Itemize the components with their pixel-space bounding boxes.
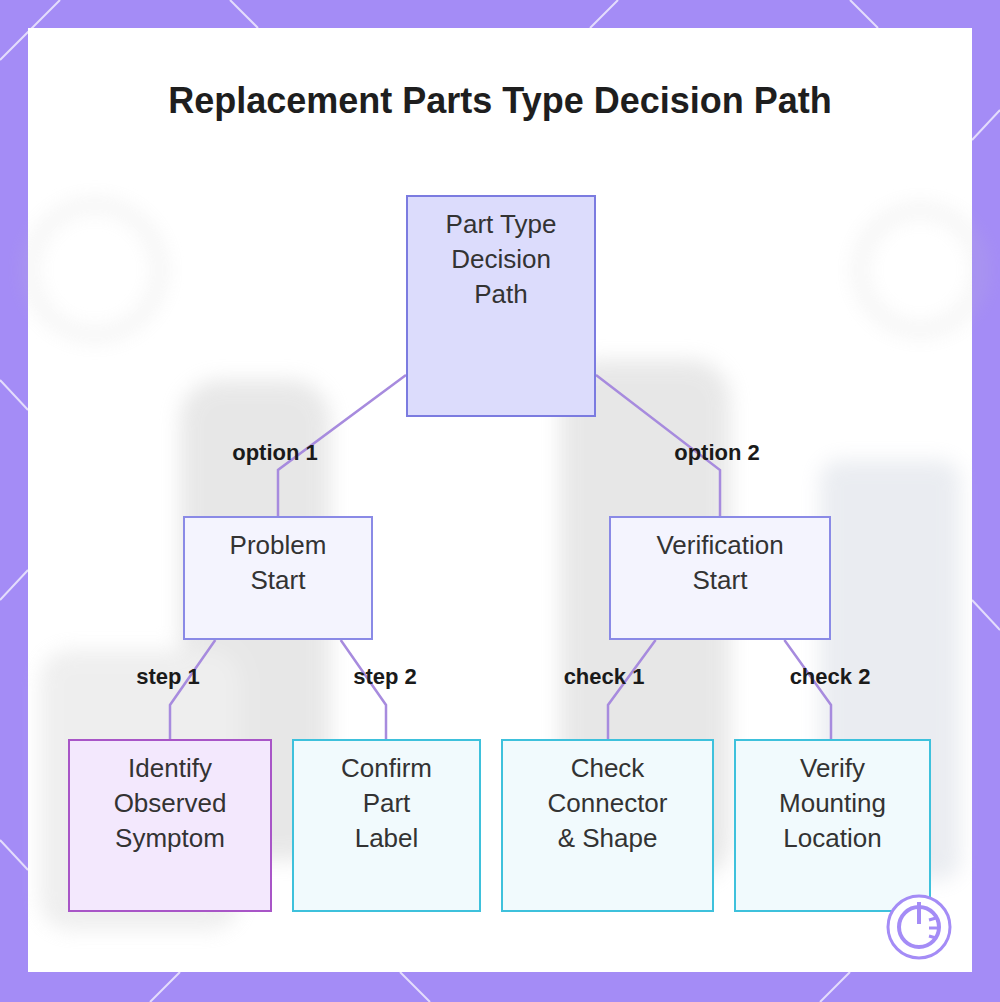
box-text: Confirm Part Label <box>334 751 439 856</box>
process-box: Problem Start <box>183 516 373 640</box>
process-box: Part Type Decision Path <box>406 195 596 417</box>
box-text: Verify Mounting Location <box>772 751 893 856</box>
edge-label: step 1 <box>136 664 200 690</box>
edge-label: option 1 <box>232 440 318 466</box>
connector <box>170 640 215 739</box>
process-box: Confirm Part Label <box>292 739 481 912</box>
diagram-title: Replacement Parts Type Decision Path <box>0 80 1000 122</box>
box-text: Verification Start <box>631 528 809 598</box>
connector <box>784 640 831 739</box>
process-box: Verification Start <box>609 516 831 640</box>
edge-label: option 2 <box>674 440 760 466</box>
connector <box>608 640 656 739</box>
edge-label: step 2 <box>353 664 417 690</box>
connector <box>341 640 386 739</box>
box-text: Check Connector & Shape <box>544 751 671 856</box>
edge-label: check 2 <box>790 664 871 690</box>
lightbulb-icon <box>884 892 954 962</box>
edge-label: check 1 <box>564 664 645 690</box>
process-box: Verify Mounting Location <box>734 739 931 912</box>
box-text: Identify Observed Symptom <box>90 751 250 856</box>
box-text: Part Type Decision Path <box>428 207 574 312</box>
box-text: Problem Start <box>205 528 351 598</box>
process-box: Check Connector & Shape <box>501 739 714 912</box>
process-box: Identify Observed Symptom <box>68 739 272 912</box>
